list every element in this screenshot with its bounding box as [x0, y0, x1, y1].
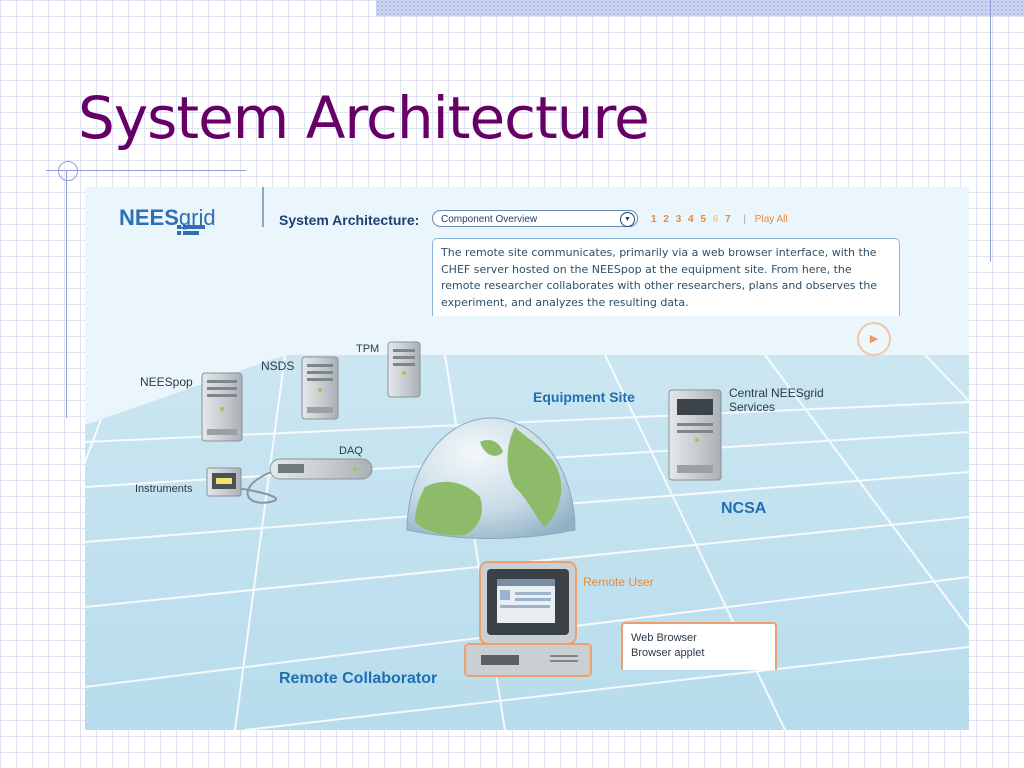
label-web-browser: Web Browser [631, 632, 697, 644]
instrument-cable [226, 471, 277, 504]
logo-dots-icon [177, 225, 205, 235]
panel-heading: System Architecture: [279, 212, 420, 228]
dropdown-selected-value: Component Overview [441, 214, 538, 225]
label-neespop: NEESpop [140, 375, 193, 389]
neesgrid-logo: NEESgrid [119, 205, 216, 231]
logo-part-nees: NEES [119, 205, 179, 230]
label-nsds: NSDS [261, 359, 295, 373]
label-central-services: Central NEESgrid Services [729, 386, 824, 414]
label-instruments: Instruments [135, 483, 193, 495]
decorative-vertical-rule [990, 0, 991, 262]
label-daq: DAQ [339, 445, 363, 457]
decorative-circle [58, 161, 78, 181]
label-remote-user: Remote User [583, 575, 654, 589]
logo-part-grid: grid [178, 205, 216, 230]
description-box: The remote site communicates, primarily … [432, 238, 900, 316]
decorative-top-band [376, 0, 1024, 16]
play-all-link[interactable]: Play All [754, 214, 788, 225]
neespop-server-icon [201, 372, 243, 442]
label-central-line1: Central NEESgrid [729, 386, 824, 400]
label-equipment-site: Equipment Site [533, 389, 635, 405]
central-services-server-icon [668, 389, 722, 481]
tpm-server-icon [387, 341, 421, 398]
label-central-line2: Services [729, 400, 776, 414]
page-navigation: 1 2 3 4 5 6 7 | Play All [651, 214, 792, 225]
label-ncsa: NCSA [721, 500, 767, 517]
play-icon: ▶ [869, 332, 879, 345]
component-dropdown[interactable]: Component Overview ▼ [432, 210, 638, 227]
page-link-1[interactable]: 1 [651, 214, 657, 225]
nsds-server-icon [301, 356, 339, 420]
label-tpm: TPM [356, 343, 380, 355]
architecture-panel: NEESgrid System Architecture: Component … [85, 187, 969, 730]
page-link-7[interactable]: 7 [725, 214, 731, 225]
slide-title: System Architecture [78, 84, 650, 152]
daq-device-icon [269, 458, 373, 480]
page-link-5[interactable]: 5 [700, 214, 706, 225]
page-link-6-current[interactable]: 6 [712, 214, 719, 225]
label-remote-collaborator: Remote Collaborator [279, 670, 438, 687]
page-link-4[interactable]: 4 [688, 214, 694, 225]
label-browser-applet: Browser applet [631, 647, 705, 659]
pager-separator: | [743, 214, 747, 225]
play-button[interactable]: ▶ [857, 322, 891, 356]
web-browser-box [621, 622, 777, 670]
web-browser-text: Web Browser Browser applet [631, 631, 704, 661]
page-link-3[interactable]: 3 [675, 214, 682, 225]
title-underline-rule [46, 170, 246, 171]
instruments-icon [206, 467, 242, 497]
globe-icon [406, 417, 576, 539]
remote-workstation-icon [464, 561, 592, 677]
chevron-down-icon[interactable]: ▼ [620, 212, 635, 227]
decorative-vertical-rule-left [66, 170, 67, 418]
page-link-2[interactable]: 2 [663, 214, 669, 225]
